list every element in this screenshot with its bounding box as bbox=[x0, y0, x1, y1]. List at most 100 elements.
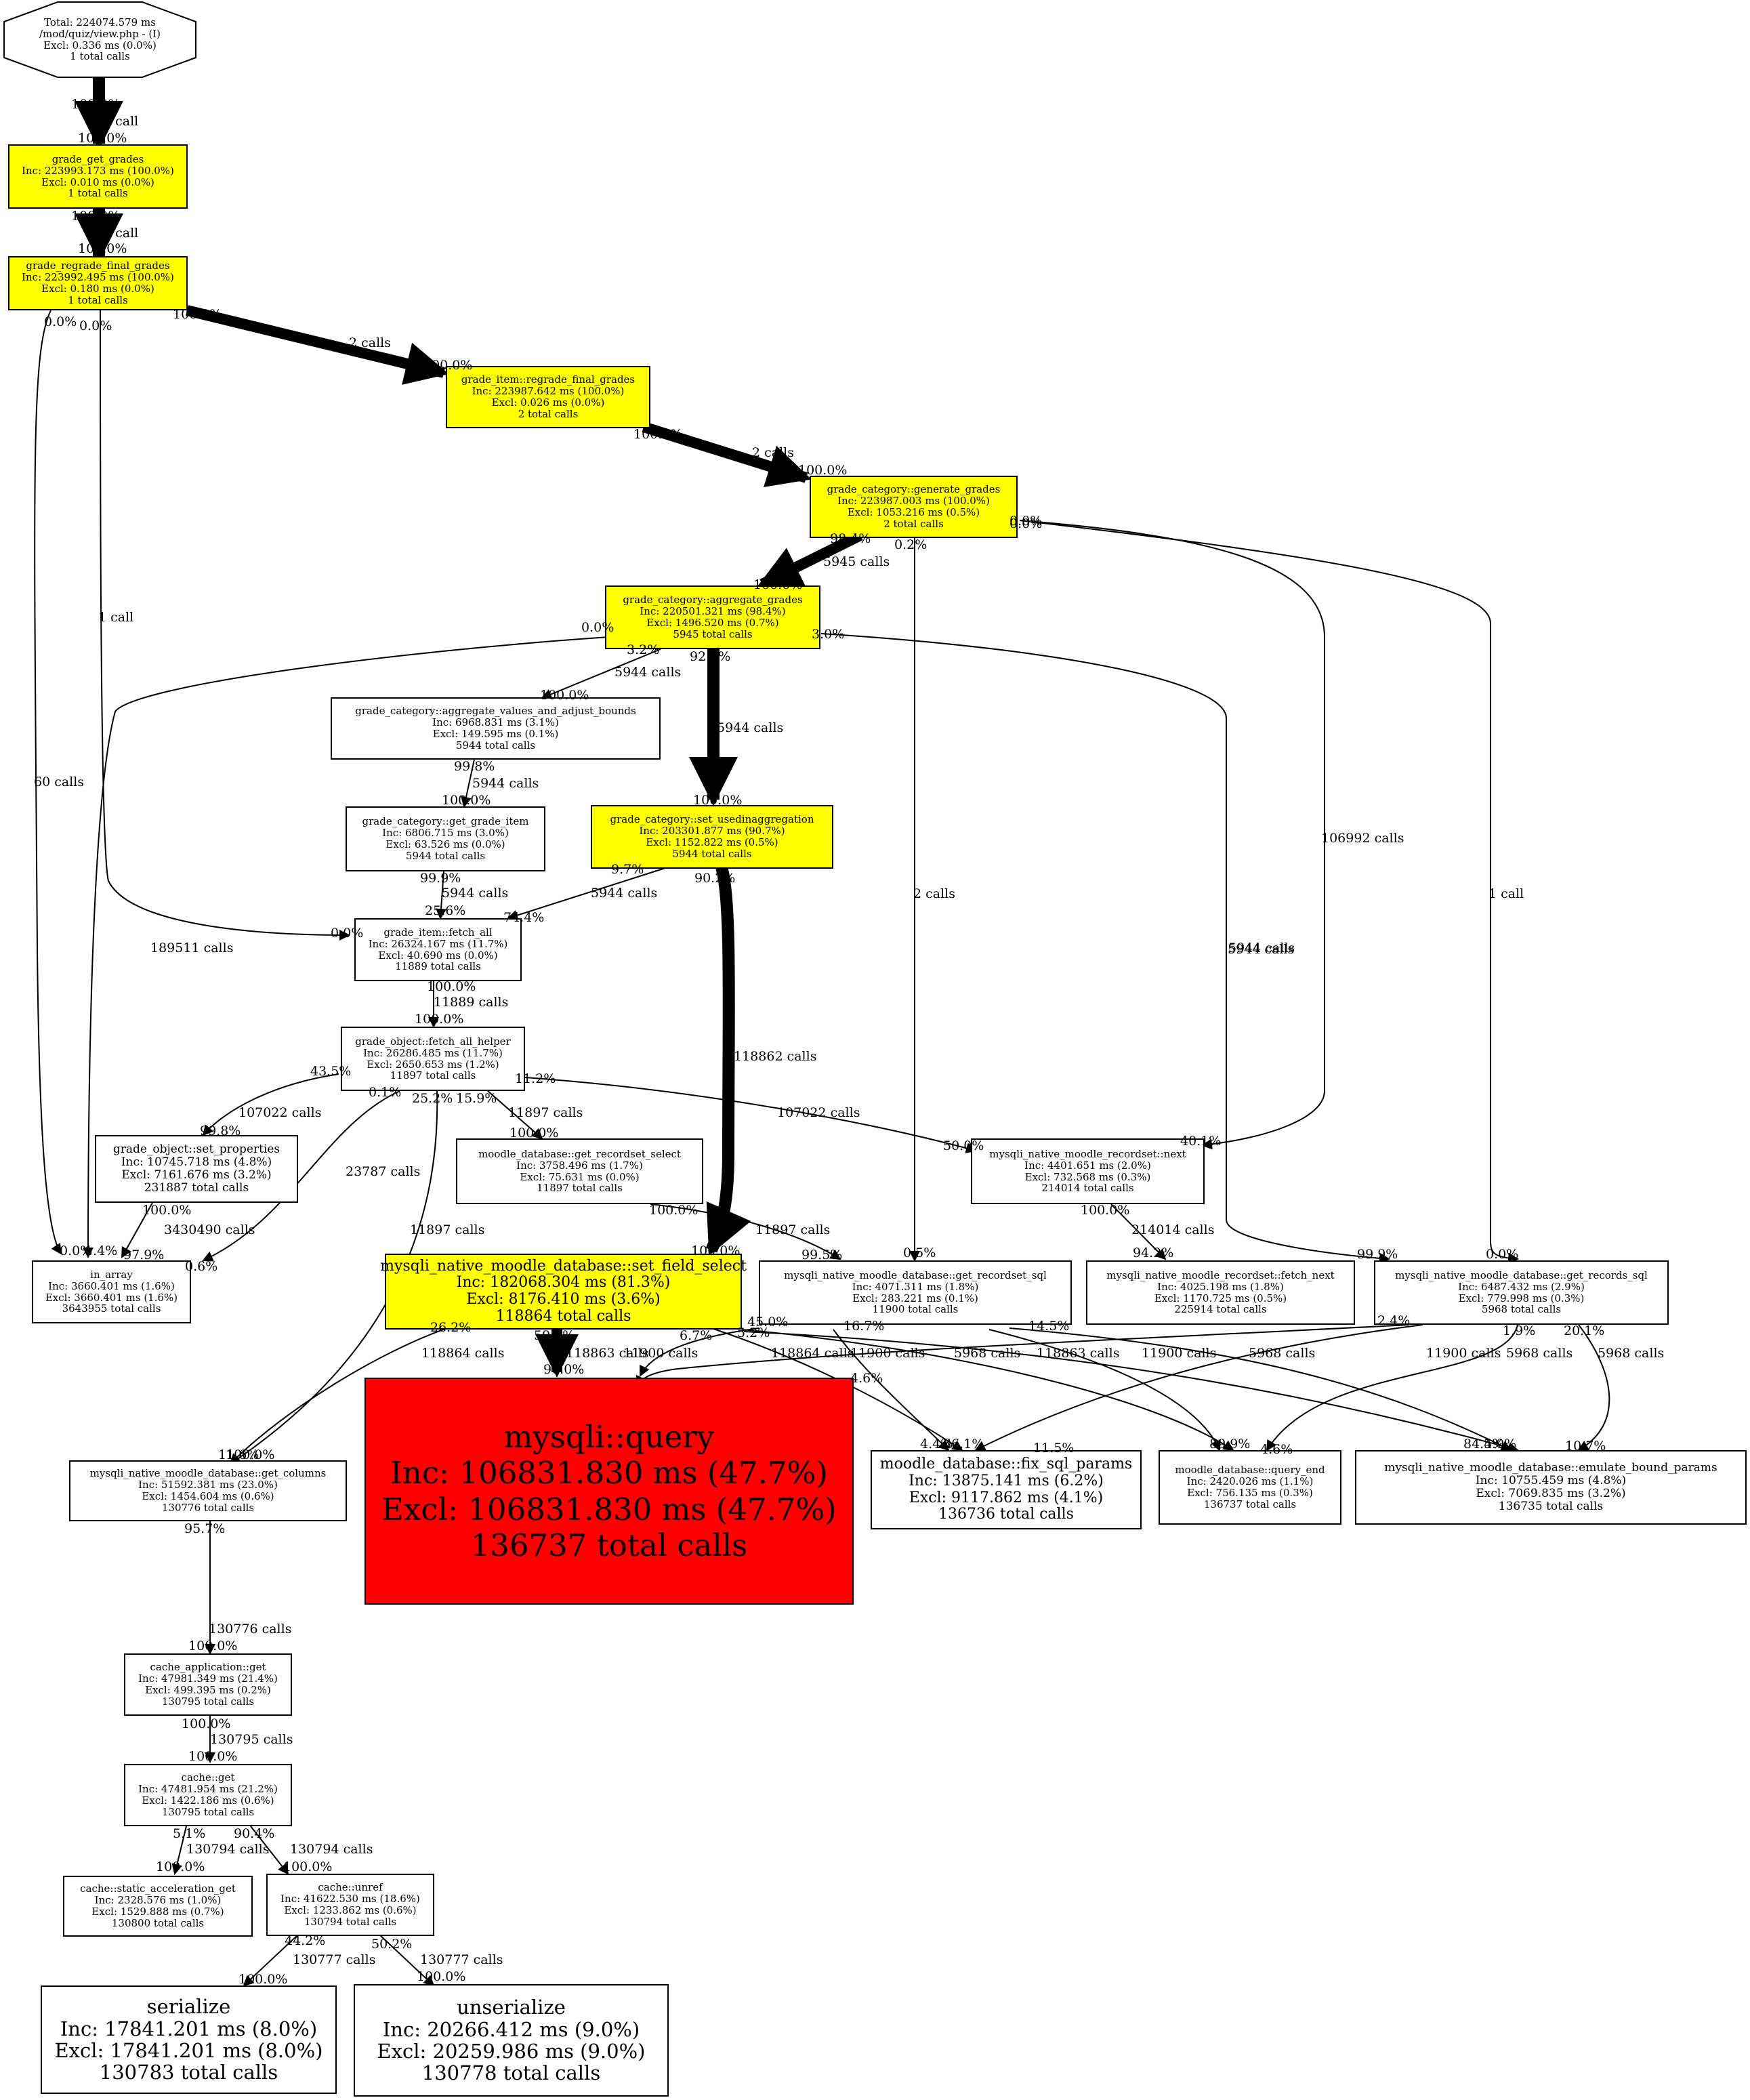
edge-label: 94.2% bbox=[1133, 1245, 1174, 1260]
node-get-grade-item[interactable]: grade_category::get_grade_item Inc: 6806… bbox=[346, 806, 545, 871]
edge-getgradeitem-to-fetchall bbox=[436, 871, 446, 920]
node-grade-category-aggregate-grades[interactable]: grade_category::aggregate_grades Inc: 22… bbox=[605, 585, 820, 649]
edge-label: 60 calls bbox=[34, 775, 85, 789]
node-static-acceleration-get[interactable]: cache::static_acceleration_get Inc: 2328… bbox=[63, 1876, 253, 1937]
node-title: mysqli_native_moodle_database::get_recor… bbox=[784, 1269, 1047, 1281]
edge-label: 15.9% bbox=[456, 1091, 497, 1106]
node-fetch-next[interactable]: mysqli_native_moodle_recordset::fetch_ne… bbox=[1086, 1260, 1355, 1325]
edge-generate-to-aggregate bbox=[757, 530, 863, 590]
edge-unref-to-unserialize bbox=[379, 1934, 435, 1987]
edge-label: 3.0% bbox=[812, 627, 845, 642]
edge-label: 0.0% bbox=[1486, 1247, 1519, 1262]
edge-cacheget-to-static bbox=[171, 1826, 187, 1875]
edge-setfield-to-emulate bbox=[743, 1331, 1519, 1453]
node-calls: 5945 total calls bbox=[673, 627, 753, 640]
node-cache-unref[interactable]: cache::unref Inc: 41622.530 ms (18.6%) E… bbox=[266, 1874, 434, 1936]
edge-label: 1 call bbox=[1488, 886, 1524, 901]
node-recordset-next[interactable]: mysqli_native_moodle_recordset::next Inc… bbox=[971, 1138, 1205, 1204]
node-in-array[interactable]: in_array Inc: 3660.401 ms (1.6%) Excl: 3… bbox=[32, 1260, 191, 1323]
node-cache-application-get[interactable]: cache_application::get Inc: 47981.349 ms… bbox=[124, 1653, 292, 1716]
node-excl: Excl: 499.395 ms (0.2%) bbox=[145, 1684, 271, 1696]
edge-label: 5944 calls bbox=[1228, 941, 1295, 955]
node-inc: Inc: 223993.173 ms (100.0%) bbox=[22, 164, 174, 177]
node-get-recordset-select[interactable]: moodle_database::get_recordset_select In… bbox=[456, 1138, 703, 1204]
node-title: moodle_database::query_end bbox=[1175, 1464, 1325, 1477]
node-query-end[interactable]: moodle_database::query_end Inc: 2420.026… bbox=[1159, 1450, 1341, 1525]
edge-label: 118862 calls bbox=[734, 1049, 817, 1064]
edge-label: 2 calls bbox=[752, 445, 795, 460]
edge-regrade-to-inarray bbox=[34, 310, 62, 1255]
node-excl: Excl: 1529.888 ms (0.7%) bbox=[91, 1906, 224, 1918]
node-excl: Excl: 20259.986 ms (9.0%) bbox=[377, 2040, 646, 2063]
node-title: grade_item::regrade_final_grades bbox=[461, 373, 636, 386]
edge-label: 5.2% bbox=[737, 1325, 770, 1340]
edge-label: 10.7% bbox=[1565, 1439, 1606, 1454]
edge-label: 86.1% bbox=[943, 1437, 984, 1452]
node-excl: Excl: 8176.410 ms (3.6%) bbox=[466, 1291, 661, 1308]
node-grade-get-grades[interactable]: grade_get_grades Inc: 223993.173 ms (100… bbox=[8, 144, 188, 209]
node-inc: Inc: 3660.401 ms (1.6%) bbox=[48, 1279, 175, 1292]
edge-label: 106992 calls bbox=[1321, 831, 1404, 846]
edge-label: 107022 calls bbox=[777, 1105, 860, 1120]
edge-label: 0.0% bbox=[60, 1243, 93, 1258]
node-excl: Excl: 0.026 ms (0.0%) bbox=[491, 396, 605, 409]
node-grade-regrade-final-grades[interactable]: grade_regrade_final_grades Inc: 223992.4… bbox=[8, 256, 188, 310]
node-inc: Inc: 17841.201 ms (8.0%) bbox=[60, 2017, 318, 2040]
edge-label: 5968 calls bbox=[954, 1346, 1021, 1361]
node-aggregate-values-and-adjust-bounds[interactable]: grade_category::aggregate_values_and_adj… bbox=[331, 697, 661, 760]
node-calls: 130800 total calls bbox=[111, 1916, 205, 1929]
edge-label: 100.0% bbox=[182, 1716, 231, 1731]
node-fix-sql-params[interactable]: moodle_database::fix_sql_params Inc: 138… bbox=[871, 1450, 1142, 1529]
edge-cacheget-to-unref bbox=[250, 1826, 289, 1875]
node-inc: Inc: 13875.141 ms (6.2%) bbox=[909, 1472, 1104, 1489]
node-get-records-sql[interactable]: mysqli_native_moodle_database::get_recor… bbox=[1374, 1260, 1669, 1325]
node-title: cache::get bbox=[181, 1771, 235, 1784]
edge-label: 5944 calls bbox=[717, 720, 784, 735]
edge-label: 11897 calls bbox=[755, 1222, 831, 1237]
node-root[interactable]: Total: 224074.579 ms /mod/quiz/view.php … bbox=[3, 1, 196, 78]
edge-label: 100.0% bbox=[540, 688, 589, 703]
node-serialize[interactable]: serialize Inc: 17841.201 ms (8.0%) Excl:… bbox=[41, 1985, 337, 2094]
node-fetch-all-helper[interactable]: grade_object::fetch_all_helper Inc: 2628… bbox=[341, 1027, 525, 1091]
edge-label: 0.0% bbox=[331, 926, 364, 941]
node-set-properties[interactable]: grade_object::set_properties Inc: 10745.… bbox=[95, 1135, 298, 1203]
edge-label: 100.0% bbox=[693, 793, 743, 808]
node-calls: 11889 total calls bbox=[395, 960, 481, 973]
node-cache-get[interactable]: cache::get Inc: 47481.954 ms (21.2%) Exc… bbox=[124, 1764, 292, 1826]
node-excl: Excl: 0.180 ms (0.0%) bbox=[41, 283, 154, 295]
node-calls: 5968 total calls bbox=[1481, 1303, 1562, 1316]
node-grade-item-regrade-final-grades[interactable]: grade_item::regrade_final_grades Inc: 22… bbox=[446, 366, 650, 428]
node-calls: 130795 total calls bbox=[161, 1695, 255, 1708]
edge-label: 0.0% bbox=[44, 314, 77, 329]
edge-recordssql-to-emulate bbox=[1577, 1324, 1610, 1451]
edge-label: 0.0% bbox=[1009, 514, 1043, 529]
node-set-usedinaggregation[interactable]: grade_category::set_usedinaggregation In… bbox=[591, 805, 833, 869]
node-grade-category-generate-grades[interactable]: grade_category::generate_grades Inc: 223… bbox=[810, 476, 1018, 538]
node-calls: 136736 total calls bbox=[938, 1506, 1074, 1523]
edge-label: 97.9% bbox=[123, 1248, 165, 1262]
edge-recordssql-to-queryend bbox=[1266, 1324, 1518, 1452]
node-unserialize[interactable]: unserialize Inc: 20266.412 ms (9.0%) Exc… bbox=[354, 1984, 669, 2097]
octagon-shape bbox=[3, 1, 196, 78]
node-excl: Excl: 17841.201 ms (8.0%) bbox=[54, 2039, 323, 2062]
node-get-columns[interactable]: mysqli_native_moodle_database::get_colum… bbox=[69, 1460, 347, 1521]
node-calls: 118864 total calls bbox=[495, 1307, 631, 1325]
edge-label: 0.0% bbox=[79, 318, 112, 333]
node-title: mysqli_native_moodle_recordset::fetch_ne… bbox=[1106, 1269, 1335, 1281]
node-grade-item-fetch-all[interactable]: grade_item::fetch_all Inc: 26324.167 ms … bbox=[354, 918, 522, 981]
edge-label: 99.8% bbox=[454, 759, 495, 774]
node-calls: 5944 total calls bbox=[455, 739, 536, 752]
node-mysqli-query[interactable]: mysqli::query Inc: 106831.830 ms (47.7%)… bbox=[364, 1378, 854, 1605]
node-emulate-bound-params[interactable]: mysqli_native_moodle_database::emulate_b… bbox=[1355, 1450, 1747, 1525]
node-title: mysqli_native_moodle_recordset::next bbox=[989, 1147, 1186, 1160]
node-set-field-select[interactable]: mysqli_native_moodle_database::set_field… bbox=[380, 1254, 747, 1330]
edge-label: 2 calls bbox=[913, 886, 956, 901]
node-title: serialize bbox=[146, 1995, 231, 2019]
node-get-recordset-sql[interactable]: mysqli_native_moodle_database::get_recor… bbox=[759, 1260, 1072, 1325]
node-calls: 136735 total calls bbox=[1498, 1500, 1604, 1514]
edge-label: 1.4% bbox=[85, 1243, 118, 1258]
edge-label: 100.0% bbox=[798, 463, 848, 478]
node-calls: 136737 total calls bbox=[470, 1527, 748, 1563]
edge-label: 100.0% bbox=[238, 1972, 288, 1987]
